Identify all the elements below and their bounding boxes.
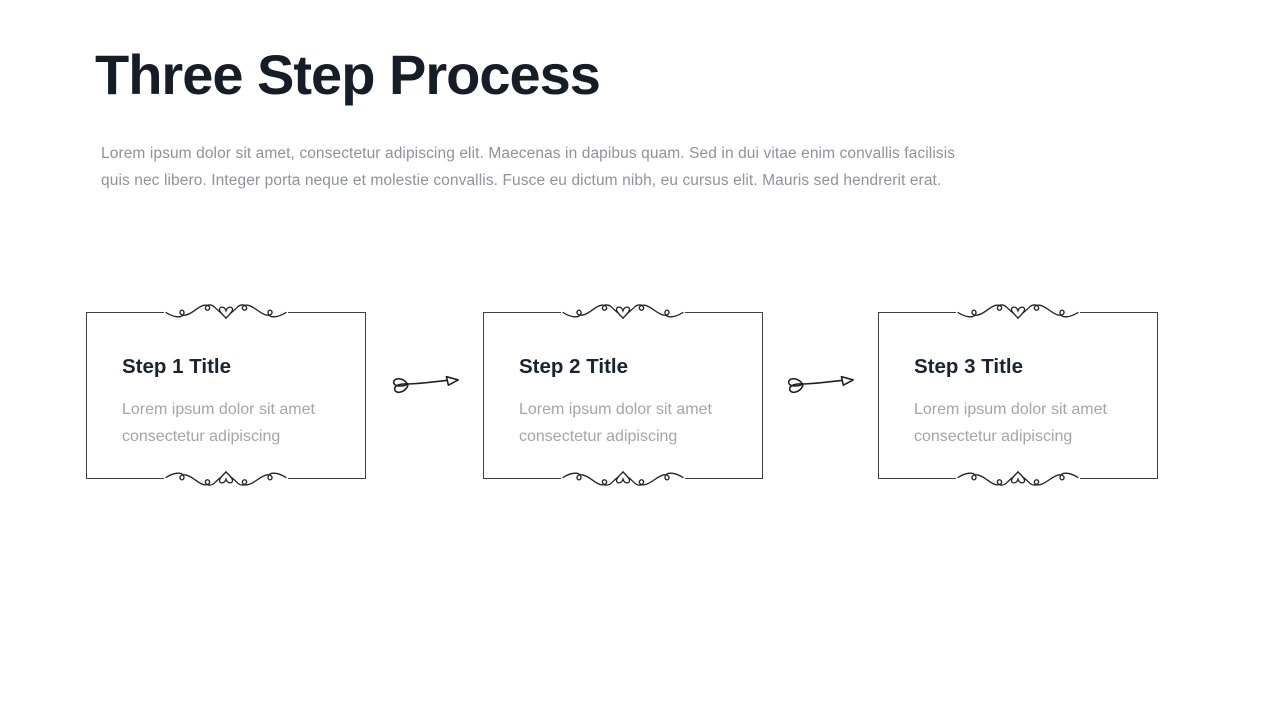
slide-title: Three Step Process xyxy=(95,43,601,106)
step-card-2: Step 2 Title Lorem ipsum dolor sit amet … xyxy=(483,297,763,493)
step-card-3: Step 3 Title Lorem ipsum dolor sit amet … xyxy=(878,297,1158,493)
hand-drawn-arrow-icon xyxy=(780,368,858,400)
slide-subtitle: Lorem ipsum dolor sit amet, consectetur … xyxy=(101,140,955,194)
hand-drawn-arrow-icon xyxy=(385,368,463,400)
flourish-divider-icon xyxy=(561,463,685,493)
flourish-divider-icon xyxy=(956,297,1080,327)
step-body: Lorem ipsum dolor sit amet consectetur a… xyxy=(122,396,315,450)
flourish-divider-icon xyxy=(164,463,288,493)
step-title: Step 3 Title xyxy=(914,355,1023,378)
step-body-line-1: Lorem ipsum dolor sit amet xyxy=(122,401,315,418)
step-title: Step 1 Title xyxy=(122,355,231,378)
step-body-line-1: Lorem ipsum dolor sit amet xyxy=(519,401,712,418)
step-body-line-2: consectetur adipiscing xyxy=(914,428,1073,445)
step-body-line-2: consectetur adipiscing xyxy=(122,428,281,445)
step-body: Lorem ipsum dolor sit amet consectetur a… xyxy=(914,396,1107,450)
flourish-divider-icon xyxy=(956,463,1080,493)
step-body: Lorem ipsum dolor sit amet consectetur a… xyxy=(519,396,712,450)
step-body-line-2: consectetur adipiscing xyxy=(519,428,678,445)
step-card-1: Step 1 Title Lorem ipsum dolor sit amet … xyxy=(86,297,366,493)
step-title: Step 2 Title xyxy=(519,355,628,378)
step-body-line-1: Lorem ipsum dolor sit amet xyxy=(914,401,1107,418)
subtitle-line-2: quis nec libero. Integer porta neque et … xyxy=(101,172,942,189)
subtitle-line-1: Lorem ipsum dolor sit amet, consectetur … xyxy=(101,145,956,162)
flourish-divider-icon xyxy=(561,297,685,327)
flourish-divider-icon xyxy=(164,297,288,327)
